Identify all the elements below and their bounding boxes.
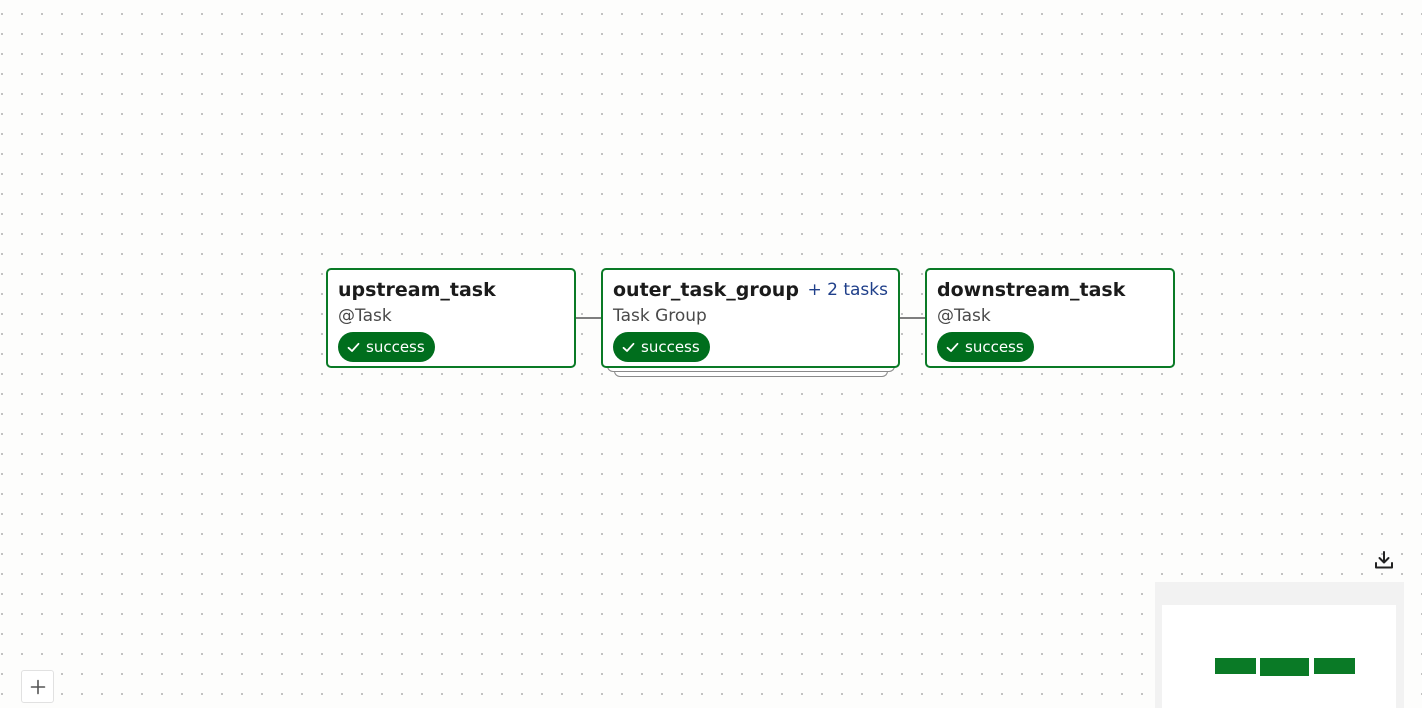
node-operator: @Task xyxy=(338,306,392,326)
node-title: outer_task_group xyxy=(613,279,799,301)
download-button[interactable] xyxy=(1372,548,1396,572)
node-downstream-task[interactable]: downstream_task @Task success xyxy=(925,268,1175,368)
status-badge: success xyxy=(937,332,1034,362)
node-upstream-task[interactable]: upstream_task @Task success xyxy=(326,268,576,368)
minimap-node xyxy=(1260,658,1309,676)
node-title: downstream_task xyxy=(937,279,1126,301)
zoom-in-button[interactable] xyxy=(21,670,54,703)
node-outer-task-group[interactable]: outer_task_group Task Group + 2 tasks su… xyxy=(601,268,900,368)
expand-group-link[interactable]: + 2 tasks xyxy=(807,280,888,300)
check-icon xyxy=(347,342,360,352)
check-icon xyxy=(622,342,635,352)
status-badge: success xyxy=(338,332,435,362)
minimap-viewport[interactable] xyxy=(1162,605,1396,708)
node-type: Task Group xyxy=(613,306,707,326)
minimap-node xyxy=(1215,658,1256,674)
minimap-node xyxy=(1314,658,1355,674)
status-badge: success xyxy=(613,332,710,362)
status-label: success xyxy=(366,338,425,356)
status-label: success xyxy=(641,338,700,356)
node-title: upstream_task xyxy=(338,279,496,301)
download-icon xyxy=(1375,551,1393,569)
node-operator: @Task xyxy=(937,306,991,326)
minimap[interactable] xyxy=(1155,582,1404,708)
status-label: success xyxy=(965,338,1024,356)
plus-icon xyxy=(30,679,45,694)
check-icon xyxy=(946,342,959,352)
